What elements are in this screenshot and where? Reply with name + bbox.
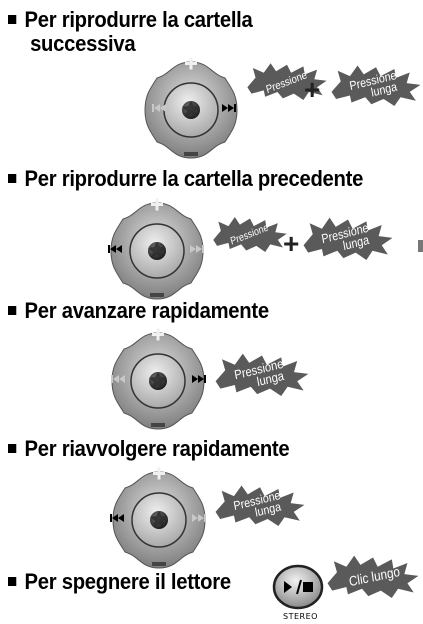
control-wheel[interactable] bbox=[107, 466, 211, 574]
heading-line-2: successiva bbox=[30, 31, 136, 56]
play-stop-button[interactable] bbox=[271, 563, 327, 611]
next-track-icon bbox=[190, 245, 204, 253]
plus-icon bbox=[151, 198, 163, 211]
stereo-label: STEREO bbox=[283, 612, 318, 621]
minus-icon bbox=[152, 562, 166, 566]
plus-sign: + bbox=[304, 74, 321, 105]
long-press-burst: Pressione lunga bbox=[302, 214, 394, 260]
bullet-square bbox=[8, 444, 17, 453]
burst-label-line-2: lunga bbox=[256, 368, 286, 389]
long-click-burst: Clic lungo bbox=[326, 552, 420, 598]
heading-text: Per riprodurre la cartella precedente bbox=[24, 166, 364, 191]
section-heading-power-off: Per spegnere il lettore bbox=[8, 570, 231, 594]
long-press-burst: Pressione lunga bbox=[330, 62, 422, 106]
heading-text: Per avanzare rapidamente bbox=[24, 298, 270, 323]
heading-text: Per riavvolgere rapidamente bbox=[24, 436, 290, 461]
previous-track-icon bbox=[110, 514, 124, 522]
plus-icon bbox=[152, 328, 164, 341]
next-track-icon bbox=[192, 375, 206, 383]
burst-label-line-2: lunga bbox=[370, 81, 399, 100]
minus-icon bbox=[151, 423, 165, 427]
bullet-square bbox=[8, 306, 17, 315]
minus-icon bbox=[184, 152, 198, 156]
plus-icon bbox=[185, 57, 197, 70]
minus-icon bbox=[150, 293, 164, 297]
section-heading-rewind: Per riavvolgere rapidamente bbox=[8, 436, 290, 461]
plus-sign: + bbox=[283, 228, 300, 259]
burst-label-line-2: lunga bbox=[342, 232, 371, 254]
bullet-square bbox=[8, 15, 17, 24]
press-burst: Pressione bbox=[212, 214, 288, 252]
long-press-burst: Pressione lunga bbox=[214, 350, 310, 396]
previous-track-icon bbox=[152, 104, 166, 112]
control-wheel[interactable] bbox=[105, 197, 209, 305]
next-track-icon bbox=[192, 514, 206, 522]
control-wheel[interactable] bbox=[139, 56, 243, 164]
burst-label-line-2: lunga bbox=[254, 501, 283, 520]
control-wheel[interactable] bbox=[106, 327, 210, 435]
press-burst: Pressione bbox=[246, 60, 328, 100]
heading-line-1: Per riprodurre la cartella bbox=[24, 7, 253, 32]
section-heading-fast-forward: Per avanzare rapidamente bbox=[8, 299, 269, 323]
bullet-square bbox=[8, 174, 17, 183]
page-edge-mark bbox=[418, 240, 423, 252]
long-press-burst: Pressione lunga bbox=[214, 482, 306, 526]
play-stop-icon bbox=[284, 579, 313, 595]
heading-text: Per spegnere il lettore bbox=[24, 569, 232, 594]
next-track-icon bbox=[222, 104, 236, 112]
plus-icon bbox=[153, 467, 165, 480]
previous-track-icon bbox=[108, 245, 122, 253]
section-heading-previous-folder: Per riprodurre la cartella precedente bbox=[8, 167, 363, 191]
section-heading-next-folder: Per riprodurre la cartella successiva bbox=[8, 8, 253, 56]
bullet-square bbox=[8, 577, 17, 586]
previous-track-icon bbox=[111, 375, 125, 383]
